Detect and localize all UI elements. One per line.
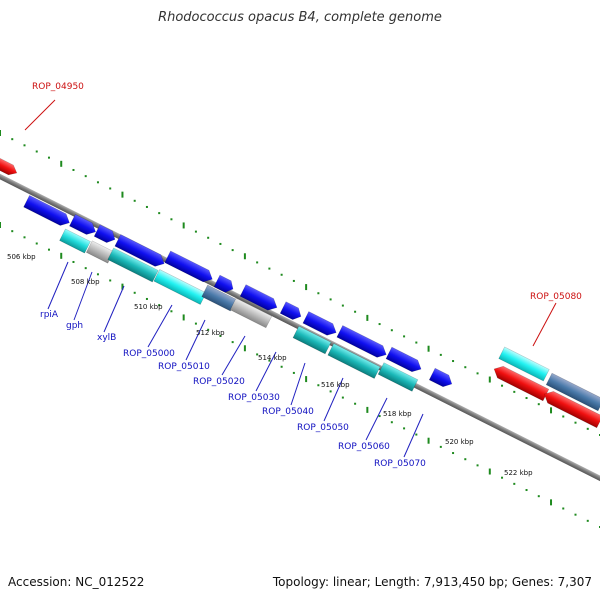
scale-label: 512 kbp xyxy=(196,329,225,337)
gene-label[interactable]: ROP_04950 xyxy=(32,82,84,92)
gene-arrow[interactable] xyxy=(541,388,600,429)
gene-label[interactable]: ROP_05070 xyxy=(374,459,426,469)
leader-line xyxy=(24,99,56,131)
gene-arrow[interactable] xyxy=(114,234,167,270)
gene-label[interactable]: ROP_05040 xyxy=(262,407,314,417)
gene-arrow[interactable] xyxy=(302,311,339,339)
scale-label: 518 kbp xyxy=(383,410,412,418)
leader-line xyxy=(47,261,69,310)
gene-label[interactable]: ROP_05010 xyxy=(158,362,210,372)
scale-label: 516 kbp xyxy=(321,381,350,389)
gene-arrow[interactable] xyxy=(336,325,389,361)
scale-label: 514 kbp xyxy=(258,354,287,362)
gene-label[interactable]: gph xyxy=(66,321,83,331)
gene-arrow[interactable] xyxy=(279,301,304,323)
scale-label: 522 kbp xyxy=(504,469,533,477)
label-leaders xyxy=(24,99,557,458)
leader-line xyxy=(255,351,277,392)
gene-arrow[interactable] xyxy=(86,240,114,264)
genome-stats-footer: Topology: linear; Length: 7,913,450 bp; … xyxy=(272,575,592,589)
gene-arrow[interactable] xyxy=(327,343,381,379)
page-title: Rhodococcus opacus B4, complete genome xyxy=(158,10,442,25)
scale-label: 508 kbp xyxy=(71,278,100,286)
tick-dots xyxy=(0,130,600,528)
gene-arrow[interactable] xyxy=(545,372,600,412)
leader-line xyxy=(185,319,206,361)
gene-label[interactable]: ROP_05050 xyxy=(297,423,349,433)
gene-arrows xyxy=(0,157,600,429)
leader-line xyxy=(403,413,424,458)
gene-arrow[interactable] xyxy=(229,297,273,329)
gene-label[interactable]: ROP_05020 xyxy=(193,377,245,387)
leader-line xyxy=(103,285,125,333)
gene-arrow[interactable] xyxy=(107,247,159,283)
gene-arrow[interactable] xyxy=(23,195,73,228)
leader-line xyxy=(323,377,344,422)
gene-arrow[interactable] xyxy=(213,274,236,295)
leader-line xyxy=(221,335,246,376)
gene-arrow-rop04950[interactable] xyxy=(0,157,19,178)
leader-line xyxy=(532,302,557,347)
gene-label[interactable]: xylB xyxy=(97,333,116,343)
leader-line xyxy=(73,271,93,321)
gene-label[interactable]: ROP_05060 xyxy=(338,442,390,452)
leader-line xyxy=(365,397,388,441)
gene-arrow[interactable] xyxy=(59,228,91,254)
scale-label: 510 kbp xyxy=(134,303,163,311)
gene-arrow[interactable] xyxy=(428,367,454,389)
gene-label[interactable]: ROP_05000 xyxy=(123,349,175,359)
leader-line xyxy=(290,362,306,406)
scale-label: 520 kbp xyxy=(445,438,474,446)
gene-arrow[interactable] xyxy=(93,224,118,246)
gene-label[interactable]: rpiA xyxy=(40,310,59,320)
scale-labels: 506 kbp 508 kbp 510 kbp 512 kbp 514 kbp … xyxy=(7,253,533,477)
gene-arrow[interactable] xyxy=(239,284,280,314)
gene-label[interactable]: ROP_05080 xyxy=(530,292,582,302)
gene-arrow[interactable] xyxy=(385,346,424,375)
gene-arrow-rop05080[interactable] xyxy=(491,363,550,402)
gene-arrow[interactable] xyxy=(69,214,98,237)
gene-labels: ROP_04950 rpiA gph xylB ROP_05000 ROP_05… xyxy=(32,82,582,469)
leader-line xyxy=(147,304,173,348)
gene-arrow[interactable] xyxy=(498,346,550,382)
gene-label[interactable]: ROP_05030 xyxy=(228,393,280,403)
gene-arrow[interactable] xyxy=(377,362,419,392)
gene-arrow[interactable] xyxy=(292,325,332,355)
accession-footer: Accession: NC_012522 xyxy=(8,575,145,589)
scale-label: 506 kbp xyxy=(7,253,36,261)
gene-arrow[interactable] xyxy=(201,284,237,312)
gene-arrow[interactable] xyxy=(153,269,207,305)
gene-arrow[interactable] xyxy=(164,250,216,285)
